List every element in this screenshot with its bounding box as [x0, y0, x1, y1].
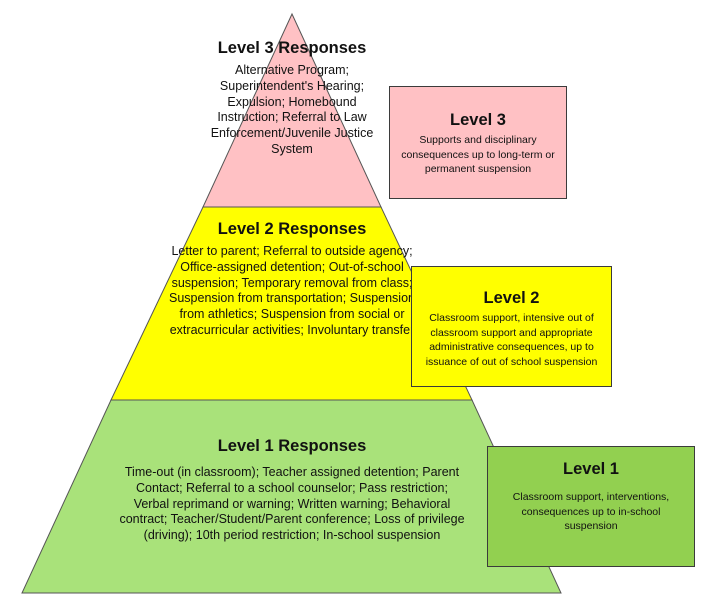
level2-summary-desc: Classroom support, intensive out of clas…	[425, 312, 598, 368]
level1-summary-desc: Classroom support, interventions, conseq…	[512, 491, 670, 532]
level2-summary-title: Level 2	[483, 289, 540, 307]
level2-responses-desc: Letter to parent; Referral to outside ag…	[169, 244, 415, 337]
level1-summary-box: Level 1 Classroom support, interventions…	[487, 446, 695, 567]
level3-summary-title: Level 3	[450, 111, 506, 129]
level2-responses-block: Level 2 Responses Letter to parent; Refe…	[169, 219, 415, 339]
pyramid-tier-level3	[202, 12, 382, 208]
level3-responses-title: Level 3 Responses	[217, 39, 367, 57]
level2-summary-box: Level 2 Classroom support, intensive out…	[411, 266, 612, 387]
level3-responses-desc: Alternative Program; Superintendent's He…	[210, 63, 374, 156]
level2-responses-title: Level 2 Responses	[217, 220, 367, 238]
level3-responses-block: Level 3 Responses Alternative Program; S…	[203, 38, 381, 158]
level1-responses-desc: Time-out (in classroom); Teacher assigne…	[119, 465, 465, 543]
level1-summary-title: Level 1	[563, 460, 619, 478]
level1-responses-title: Level 1 Responses	[217, 437, 367, 455]
level1-responses-block: Level 1 Responses Time-out (in classroom…	[118, 436, 466, 544]
level3-summary-box: Level 3 Supports and disciplinary conseq…	[389, 86, 567, 199]
level3-summary-desc: Supports and disciplinary consequences u…	[401, 134, 555, 175]
